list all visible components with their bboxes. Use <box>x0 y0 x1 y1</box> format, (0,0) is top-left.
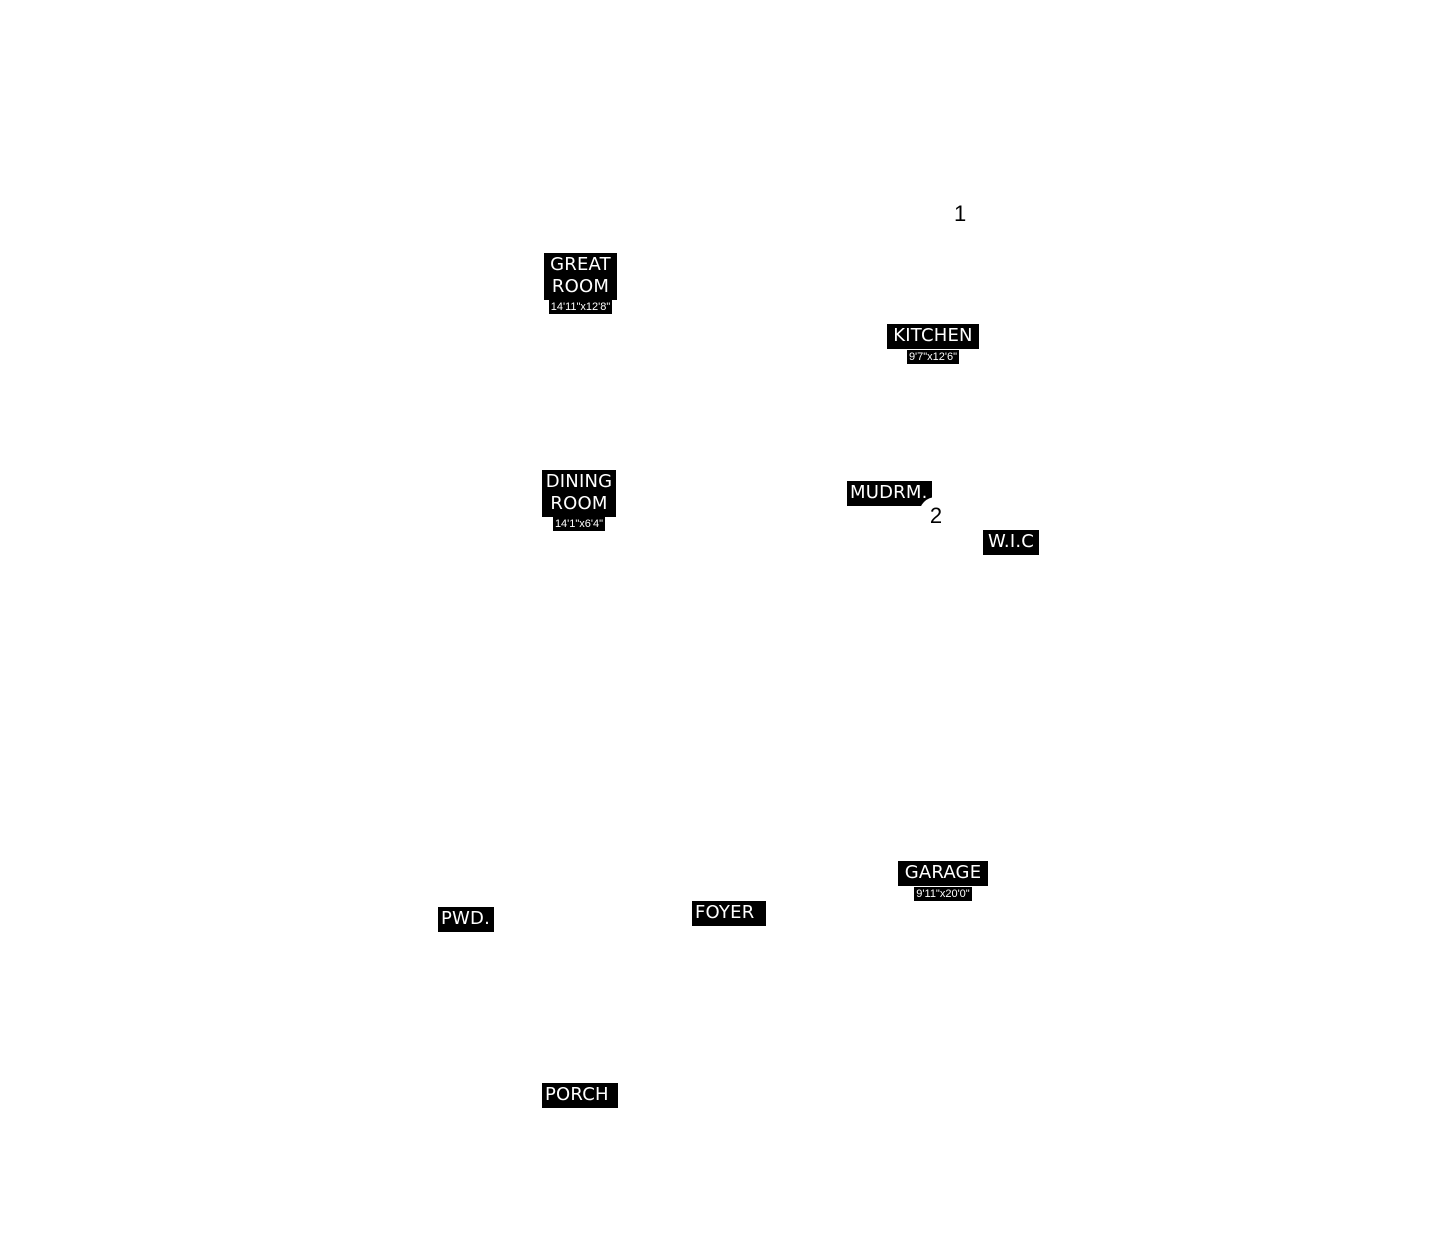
plan-marker-1: 1 <box>954 201 967 226</box>
room-label-mudroom: MUDRM. <box>847 481 932 506</box>
room-name: PORCH <box>542 1083 618 1108</box>
room-name: GARAGE <box>898 861 988 886</box>
room-dimensions: 14'1"x6'4" <box>552 517 606 531</box>
room-label-powder: PWD. <box>438 907 494 932</box>
room-name: KITCHEN <box>887 324 979 349</box>
room-name: PWD. <box>438 907 494 932</box>
room-dimensions: 9'7"x12'6" <box>906 350 960 364</box>
room-name: MUDRM. <box>847 481 932 506</box>
room-label-wic: W.I.C <box>983 530 1039 555</box>
room-label-foyer: FOYER <box>692 901 766 926</box>
room-dimensions: 9'11"x20'0" <box>914 887 972 901</box>
room-name: W.I.C <box>983 530 1039 555</box>
room-label-dining-room: DINING ROOM 14'1"x6'4" <box>542 470 616 531</box>
room-label-garage: GARAGE 9'11"x20'0" <box>898 861 988 901</box>
plan-marker-2: 2 <box>919 497 953 531</box>
room-name: DINING ROOM <box>542 470 616 517</box>
room-label-kitchen: KITCHEN 9'7"x12'6" <box>887 324 979 364</box>
room-name: FOYER <box>692 901 766 926</box>
room-name: GREAT ROOM <box>544 253 617 300</box>
room-label-great-room: GREAT ROOM 14'11"x12'8" <box>544 253 617 314</box>
room-label-porch: PORCH <box>542 1083 618 1108</box>
room-dimensions: 14'11"x12'8" <box>548 300 613 314</box>
